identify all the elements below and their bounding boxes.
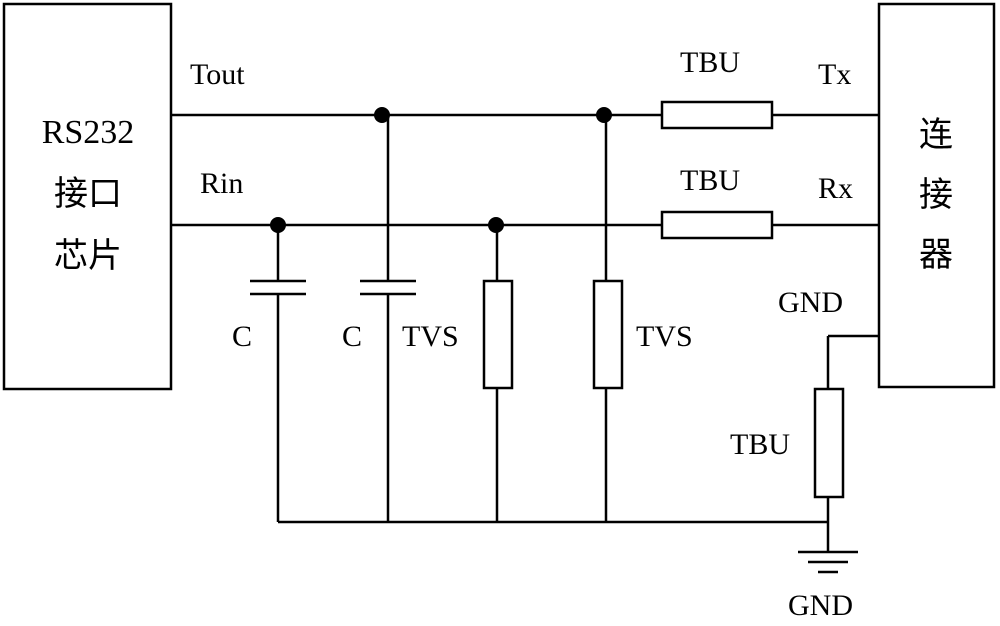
ground-icon: [798, 550, 858, 574]
junction-dot: [596, 107, 612, 123]
capacitor-rin: [250, 225, 306, 522]
connector-block: 连 接 器: [877, 2, 996, 389]
label-tbu-rx: TBU: [680, 164, 740, 197]
label-tvs-rin: TVS: [402, 320, 459, 353]
rin-line: [171, 210, 879, 240]
tvs-rin: [482, 225, 514, 522]
rs232-line-2: 接口: [54, 176, 122, 213]
label-gnd-ground: GND: [788, 589, 853, 622]
label-tx: Tx: [818, 58, 851, 91]
connector-line-3: 器: [919, 237, 953, 274]
label-cap-rin: C: [232, 320, 252, 353]
junction-dot: [374, 107, 390, 123]
label-cap-tout: C: [342, 320, 362, 353]
label-rx: Rx: [818, 172, 853, 205]
rs232-chip-block: RS232 接口 芯片: [2, 2, 173, 391]
label-tout: Tout: [190, 58, 245, 91]
connector-gnd-path: [813, 334, 879, 552]
tbu-resistor-rx: [660, 210, 774, 240]
connector-line-1: 连: [919, 116, 953, 154]
tbu-resistor-tx: [660, 100, 774, 130]
label-rin: Rin: [200, 167, 243, 200]
label-tbu-tx: TBU: [680, 46, 740, 79]
junction-dot: [270, 217, 286, 233]
label-tvs-tout: TVS: [636, 320, 693, 353]
tvs-tout: [592, 115, 624, 522]
label-gnd-connector: GND: [778, 286, 843, 319]
rs232-line-3: 芯片: [54, 237, 122, 275]
capacitor-tout: [360, 115, 416, 522]
tbu-resistor-gnd: [813, 387, 845, 499]
tout-line: [171, 100, 879, 130]
connector-line-2: 接: [919, 177, 953, 214]
label-tbu-gnd: TBU: [730, 428, 790, 461]
rs232-line-1: RS232: [42, 114, 135, 151]
junction-dot: [488, 217, 504, 233]
